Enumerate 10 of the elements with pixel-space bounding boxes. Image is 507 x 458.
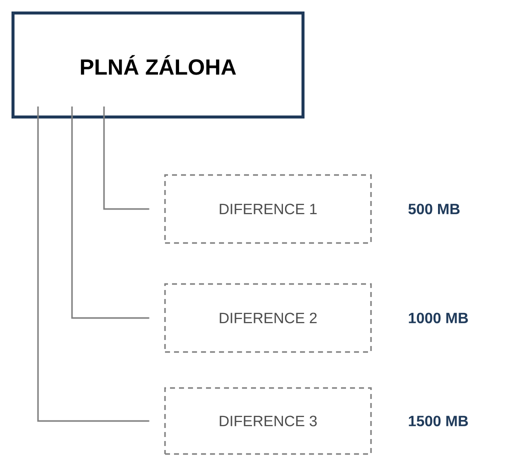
connector-line <box>103 106 150 210</box>
dashed-box: DIFERENCE 2 <box>164 283 372 353</box>
size-label: 1000 MB <box>408 312 468 324</box>
connector-line <box>71 106 150 319</box>
dashed-box: DIFERENCE 3 <box>164 387 372 455</box>
size-label: 500 MB <box>408 204 460 214</box>
connector-line <box>37 106 150 422</box>
dashed-box: DIFERENCE 1 <box>164 174 372 244</box>
size-label: 1500 MB <box>408 416 468 426</box>
title-box: PLNÁ ZÁLOHA <box>12 12 304 118</box>
